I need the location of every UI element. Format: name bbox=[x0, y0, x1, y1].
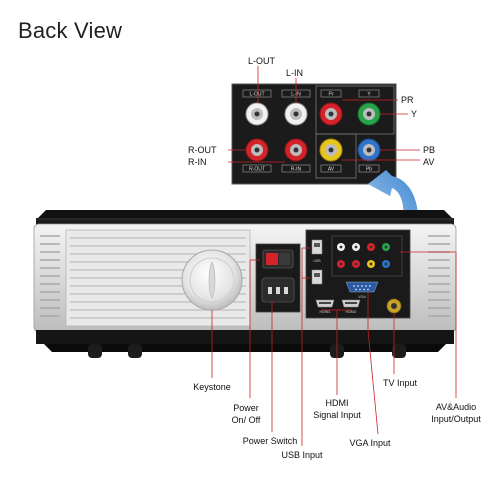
panel-label-r-out: R-OUT bbox=[249, 167, 265, 173]
label-tv-input: TV Input bbox=[383, 378, 418, 388]
rca-jack-y bbox=[357, 102, 381, 126]
power-module bbox=[255, 243, 301, 313]
label-hdmi-line1: HDMI bbox=[326, 398, 349, 408]
rca-jack-l-in bbox=[284, 102, 308, 126]
rca-jack-pr bbox=[319, 102, 343, 126]
rca-jack-av bbox=[319, 138, 343, 162]
label-r-out: R-OUT bbox=[188, 145, 217, 155]
keystone-knob[interactable] bbox=[181, 249, 243, 311]
panel-label-pr: Pr bbox=[329, 92, 334, 98]
rca-jack-r-in bbox=[284, 138, 308, 162]
usb-port-1[interactable] bbox=[311, 239, 323, 255]
panel-label-pb: Pb bbox=[366, 167, 372, 173]
hdmi-port-1[interactable] bbox=[315, 299, 335, 308]
io-panel: USB VGA HDMI1 bbox=[305, 229, 411, 319]
label-pb: PB bbox=[423, 145, 435, 155]
mini-label-usb: USB bbox=[313, 259, 321, 263]
label-hdmi-line2: Signal Input bbox=[313, 410, 361, 420]
rca-jack-r-out bbox=[245, 138, 269, 162]
panel-label-l-out: L-OUT bbox=[250, 92, 265, 98]
hdmi-port-2[interactable] bbox=[341, 299, 361, 308]
mini-label-hdmi1: HDMI1 bbox=[320, 310, 331, 314]
label-avaudio-line2: Input/Output bbox=[431, 414, 481, 424]
usb-port-2[interactable] bbox=[311, 269, 323, 285]
mini-rca-jacks[interactable] bbox=[337, 243, 390, 268]
rca-jack-l-out bbox=[245, 102, 269, 126]
label-pr: PR bbox=[401, 95, 414, 105]
rca-jack-pb bbox=[357, 138, 381, 162]
label-r-in: R-IN bbox=[188, 157, 207, 167]
label-power-line1: Power bbox=[233, 403, 259, 413]
label-power-line2: On/ Off bbox=[232, 415, 261, 425]
label-vga-input: VGA Input bbox=[349, 438, 391, 448]
panel-label-y: Y bbox=[367, 92, 371, 98]
power-socket[interactable] bbox=[261, 277, 295, 303]
zoomed-connector-panel: L-OUT L-IN Pr Y R-OUT R-IN AV Pb bbox=[188, 56, 435, 185]
label-y: Y bbox=[411, 109, 417, 119]
label-l-in: L-IN bbox=[286, 68, 303, 78]
power-switch[interactable] bbox=[262, 249, 294, 269]
panel-label-av: AV bbox=[328, 167, 335, 173]
label-avaudio-line1: AV&Audio bbox=[436, 402, 476, 412]
panel-label-r-in: R-IN bbox=[291, 167, 302, 173]
page-title: Back View bbox=[18, 18, 123, 43]
label-av: AV bbox=[423, 157, 434, 167]
label-usb-input: USB Input bbox=[281, 450, 323, 460]
label-power-switch: Power Switch bbox=[243, 436, 298, 446]
vga-port[interactable] bbox=[345, 281, 379, 293]
label-keystone: Keystone bbox=[193, 382, 231, 392]
bottom-callout-lines bbox=[211, 247, 457, 446]
zoom-callout-lines bbox=[228, 66, 420, 163]
mini-label-hdmi2: HDMI2 bbox=[346, 310, 357, 314]
mini-label-vga: VGA bbox=[358, 295, 366, 299]
label-l-out: L-OUT bbox=[248, 56, 276, 66]
tv-input-port[interactable] bbox=[386, 298, 402, 314]
